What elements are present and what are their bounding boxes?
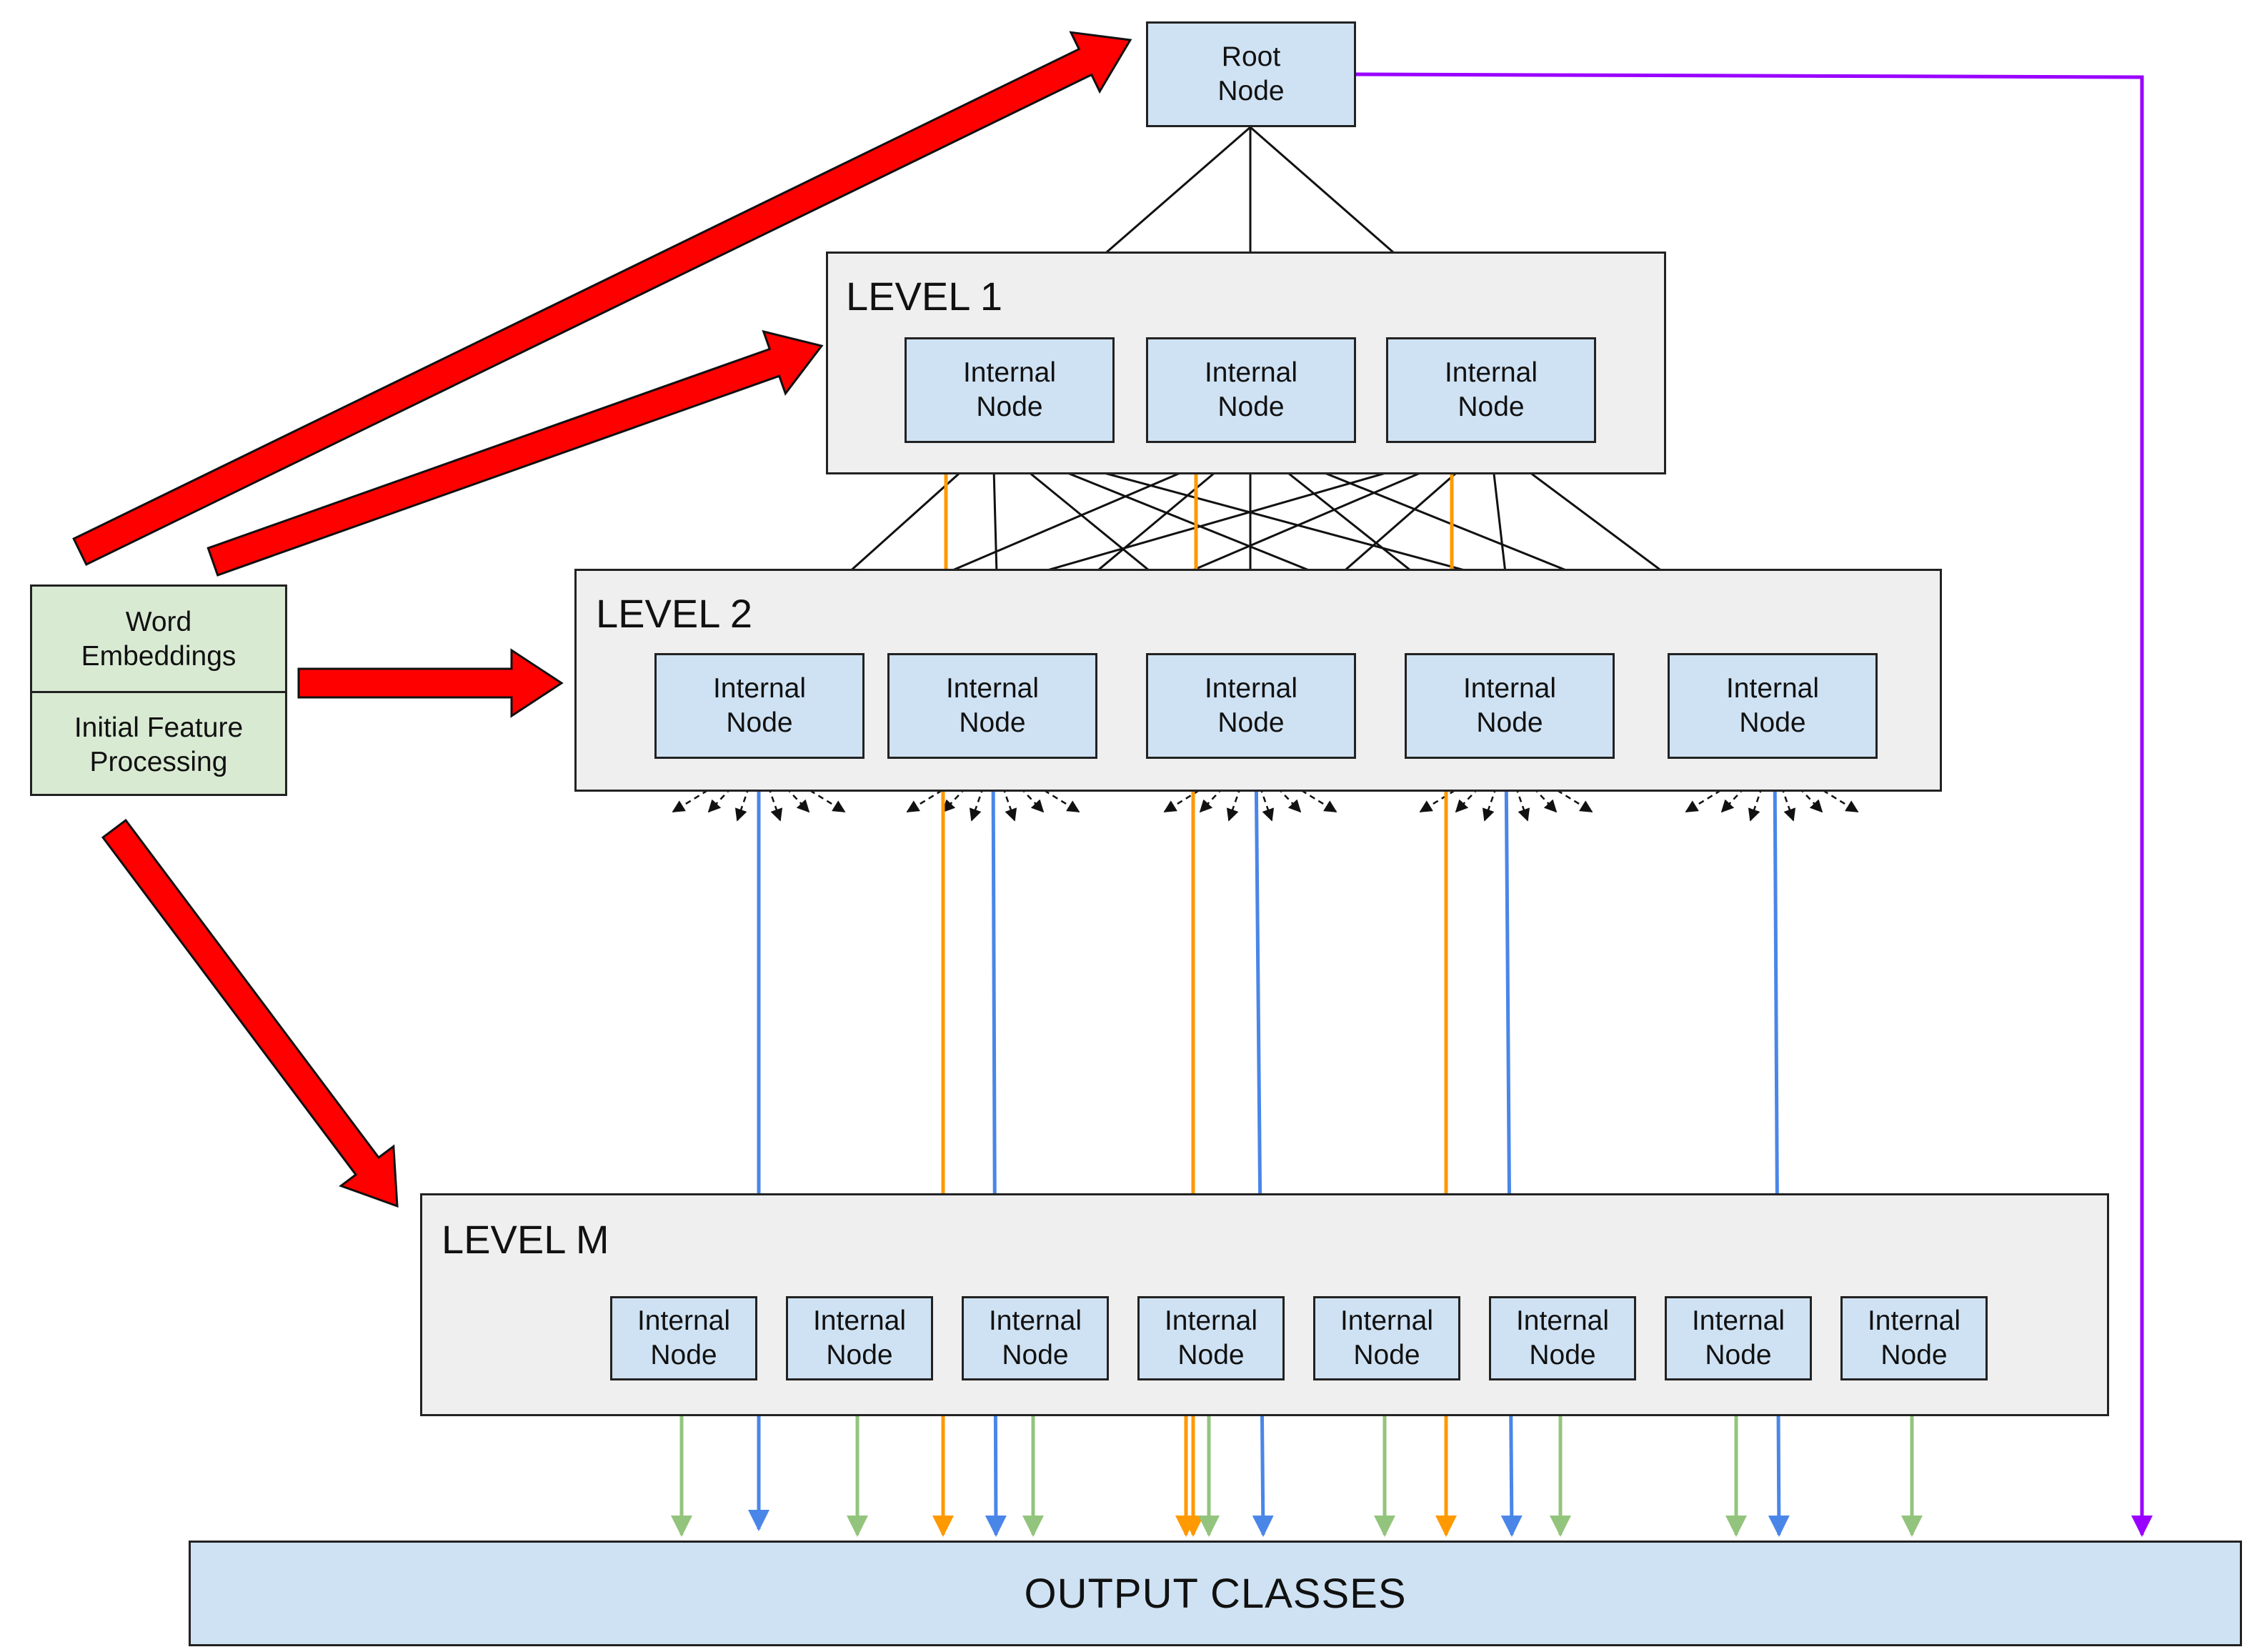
node-label-line1: Internal: [1515, 1305, 1610, 1336]
node-label-line2: Node: [1177, 1340, 1245, 1370]
root-node: Root Node: [1146, 21, 1356, 127]
node-label-line2: Node: [1458, 392, 1525, 422]
node-label-line1: Internal: [1444, 357, 1538, 388]
level-m-title: LEVEL M: [442, 1217, 609, 1262]
node-label-line1: Internal: [1204, 357, 1298, 388]
node-label-line1: Internal: [1867, 1305, 1961, 1336]
initial-feature-line2: Processing: [89, 747, 228, 777]
node-label-line2: Node: [1880, 1340, 1948, 1370]
input-block-divider: [32, 691, 285, 693]
word-embeddings-line1: Word: [125, 607, 192, 637]
big-arrow-to-level-m: [101, 818, 399, 1208]
root-node-label-line2: Node: [1217, 76, 1285, 106]
initial-feature-line1: Initial Feature: [74, 712, 244, 743]
node-label-line2: Node: [726, 707, 793, 738]
node-label-line1: Internal: [1725, 673, 1820, 704]
node-label-line1: Internal: [712, 673, 807, 704]
level-1-title: LEVEL 1: [846, 274, 1002, 319]
node-label-line1: Internal: [1204, 673, 1298, 704]
node-label-line1: Internal: [812, 1305, 907, 1336]
big-arrow-to-level-1: [206, 329, 824, 577]
node-label-line2: Node: [1476, 707, 1543, 738]
level-2-title: LEVEL 2: [596, 591, 752, 636]
node-label-line1: Internal: [1463, 673, 1557, 704]
node-label-line2: Node: [650, 1340, 717, 1370]
node-label-line2: Node: [959, 707, 1026, 738]
node-label-line1: Internal: [1164, 1305, 1258, 1336]
node-label-line2: Node: [1353, 1340, 1420, 1370]
word-embeddings-line2: Embeddings: [81, 641, 236, 672]
big-arrow-to-root: [72, 31, 1132, 567]
node-label-line1: Internal: [962, 357, 1057, 388]
node-label-line2: Node: [826, 1340, 893, 1370]
node-label-line2: Node: [1002, 1340, 1069, 1370]
node-label-line1: Internal: [1691, 1305, 1785, 1336]
node-label-line1: Internal: [945, 673, 1040, 704]
node-label-line1: Internal: [1340, 1305, 1434, 1336]
node-label-line2: Node: [976, 392, 1043, 422]
node-label-line1: Internal: [988, 1305, 1082, 1336]
node-label-line2: Node: [1739, 707, 1806, 738]
root-node-label-line1: Root: [1221, 41, 1281, 72]
output-classes-label: OUTPUT CLASSES: [1024, 1570, 1407, 1617]
node-label-line2: Node: [1529, 1340, 1596, 1370]
purple-root-to-output: [1355, 72, 2153, 1537]
big-arrow-to-level-2: [297, 648, 564, 718]
node-label-line2: Node: [1217, 707, 1285, 738]
output-classes-box: OUTPUT CLASSES: [189, 1541, 2242, 1646]
node-label-line1: Internal: [637, 1305, 731, 1336]
node-label-line2: Node: [1705, 1340, 1772, 1370]
node-label-line2: Node: [1217, 392, 1285, 422]
